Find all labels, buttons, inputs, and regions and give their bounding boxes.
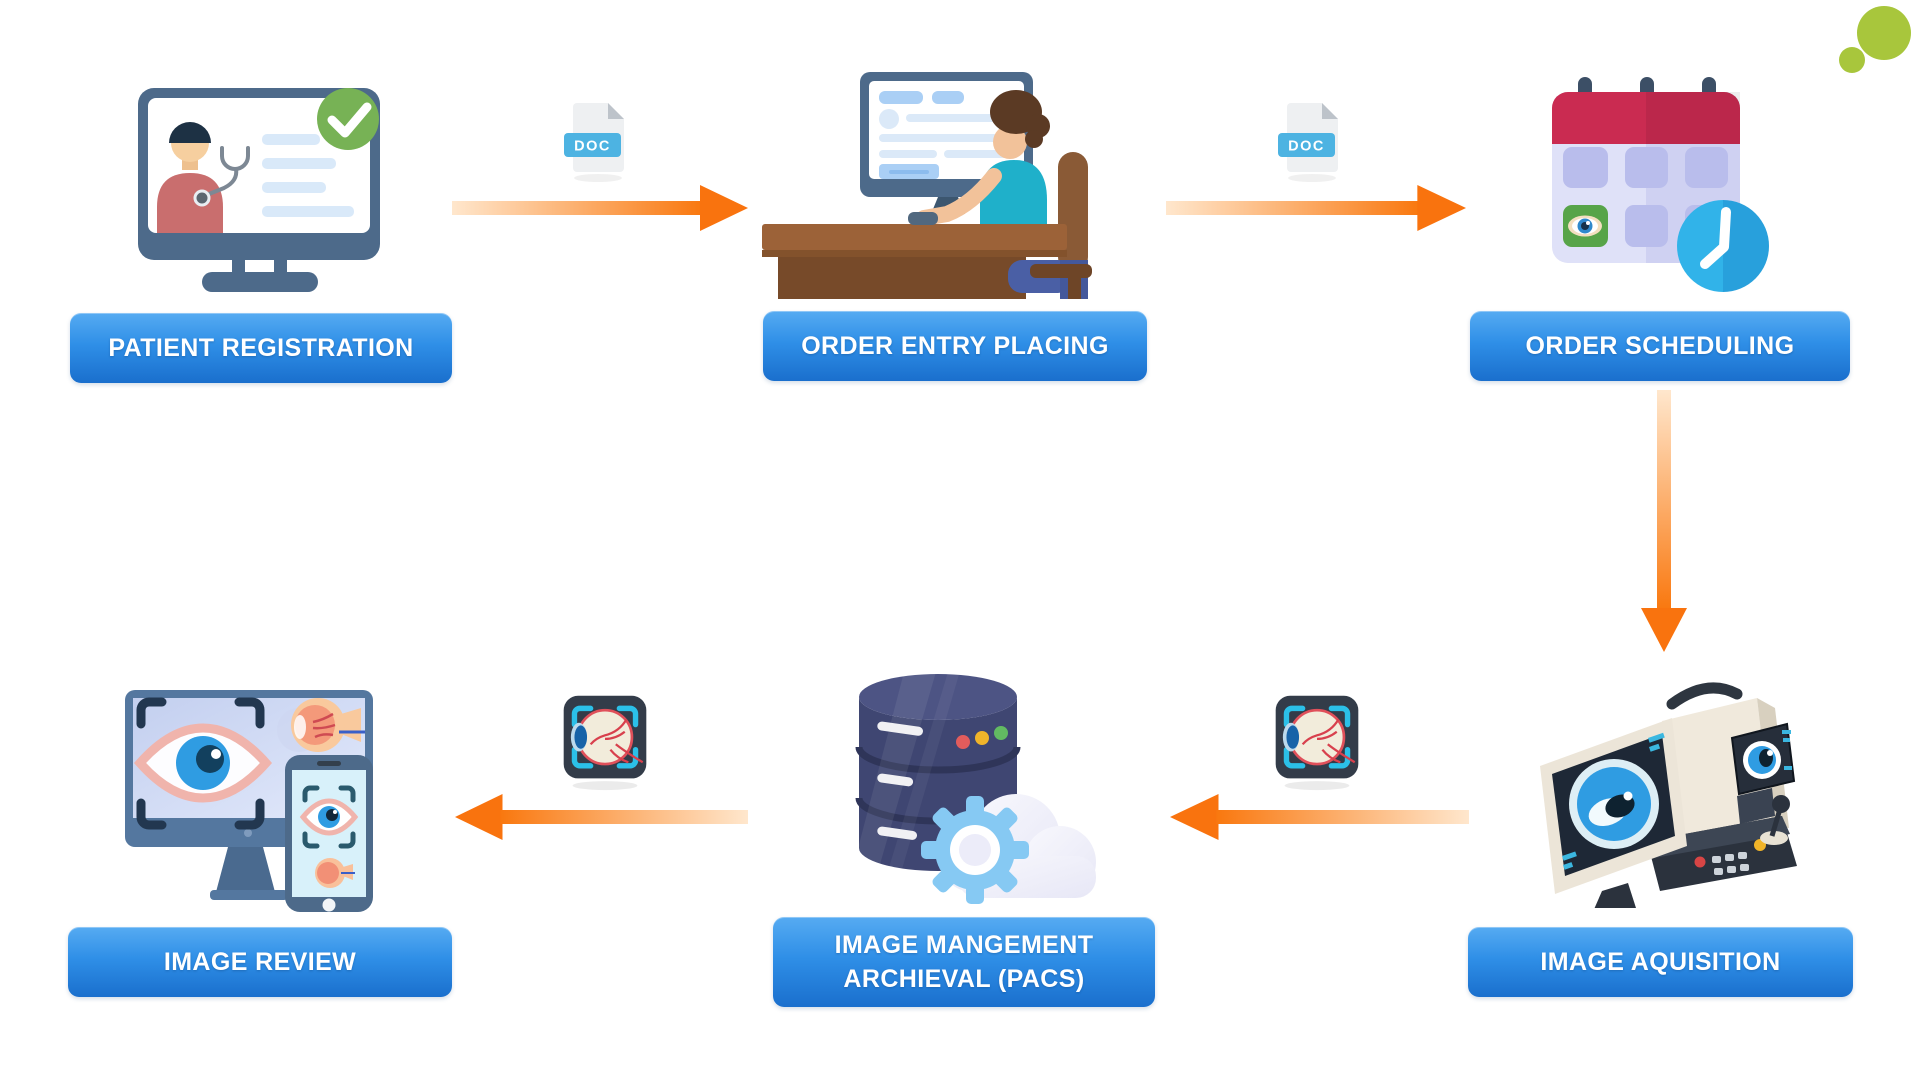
scan-frame-brackets <box>571 705 639 769</box>
pacs-database-cloud-gear-icon <box>855 671 1096 904</box>
patient-registration-monitor-icon <box>138 88 380 292</box>
operator-person <box>916 90 1050 230</box>
gear-icon <box>921 796 1029 904</box>
scan-frame-brackets <box>1283 705 1351 769</box>
desk-monitor-icon <box>860 72 1033 214</box>
step-label-image-management-pacs: IMAGE MANGEMENT ARCHIEVAL (PACS) <box>773 917 1155 1007</box>
phone-icon <box>285 755 373 912</box>
step-label-text: PATIENT REGISTRATION <box>108 333 414 362</box>
patient-avatar <box>157 122 223 233</box>
doc-label: DOC <box>574 139 611 155</box>
arrow-order-entry-to-scheduling <box>1166 185 1466 231</box>
scanner-screen-eye-icon <box>1730 722 1796 796</box>
eye-scan-badge-icon <box>1275 695 1359 791</box>
chair-leg <box>1068 278 1081 299</box>
calendar-clock-icon <box>1552 77 1769 292</box>
step-label-patient-registration: PATIENT REGISTRATION <box>70 313 452 383</box>
phone-eye-icon <box>299 798 359 836</box>
step-label-text: IMAGE AQUISITION <box>1540 947 1781 976</box>
image-review-monitor-phone-icon <box>125 690 373 912</box>
status-dot-yellow <box>975 731 989 745</box>
phone-eyeball-icon <box>315 858 355 888</box>
check-icon <box>317 88 379 150</box>
deco-circle-large <box>1857 6 1911 60</box>
arrow-pacs-to-review <box>455 794 748 840</box>
scanner-monitor-eye-icon <box>1540 718 1687 908</box>
step-label-text: ORDER ENTRY PLACING <box>801 331 1109 360</box>
order-entry-desk-icon <box>762 72 1092 299</box>
step-label-order-scheduling: ORDER SCHEDULING <box>1470 311 1850 381</box>
eye-scan-badge-icon <box>563 695 647 791</box>
arrow-aquisition-to-pacs <box>1170 794 1469 840</box>
eyeball-icon <box>1282 708 1356 766</box>
step-label-image-aquisition: IMAGE AQUISITION <box>1468 927 1853 997</box>
scan-brackets <box>136 697 265 830</box>
stethoscope-icon <box>193 146 250 207</box>
deco-circle-small <box>1839 47 1865 73</box>
step-label-image-review: IMAGE REVIEW <box>68 927 452 997</box>
status-dot-red <box>956 735 970 749</box>
doc-label: DOC <box>1288 139 1325 155</box>
eye-appointment-icon <box>1563 205 1608 247</box>
mouse-icon <box>908 212 938 225</box>
form-text-lines <box>262 134 354 217</box>
step-label-text-line2: ARCHIEVAL (PACS) <box>843 965 1085 993</box>
chair-seat <box>1030 264 1092 278</box>
status-dot-green <box>994 726 1008 740</box>
eyeball-icon <box>570 708 644 766</box>
step-label-text: ORDER SCHEDULING <box>1525 331 1795 360</box>
big-eye-icon <box>133 723 273 803</box>
joystick <box>1760 795 1790 845</box>
arrow-scheduling-to-aquisition <box>1641 390 1687 652</box>
doc-file-icon: DOC <box>1278 103 1338 182</box>
phone-scan-brackets <box>302 785 356 849</box>
step-label-text: IMAGE REVIEW <box>163 947 357 976</box>
doc-file-icon: DOC <box>564 103 624 182</box>
arrow-registration-to-order-entry <box>452 185 748 231</box>
eye-scanner-machine-icon <box>1540 682 1797 908</box>
step-label-text-line1: IMAGE MANGEMENT <box>834 931 1094 959</box>
desk <box>762 224 1067 299</box>
clock-icon <box>1677 200 1769 292</box>
eyeball-anatomy-icon <box>277 698 365 752</box>
scanner-body <box>1647 682 1797 891</box>
step-label-order-entry-placing: ORDER ENTRY PLACING <box>763 311 1147 381</box>
